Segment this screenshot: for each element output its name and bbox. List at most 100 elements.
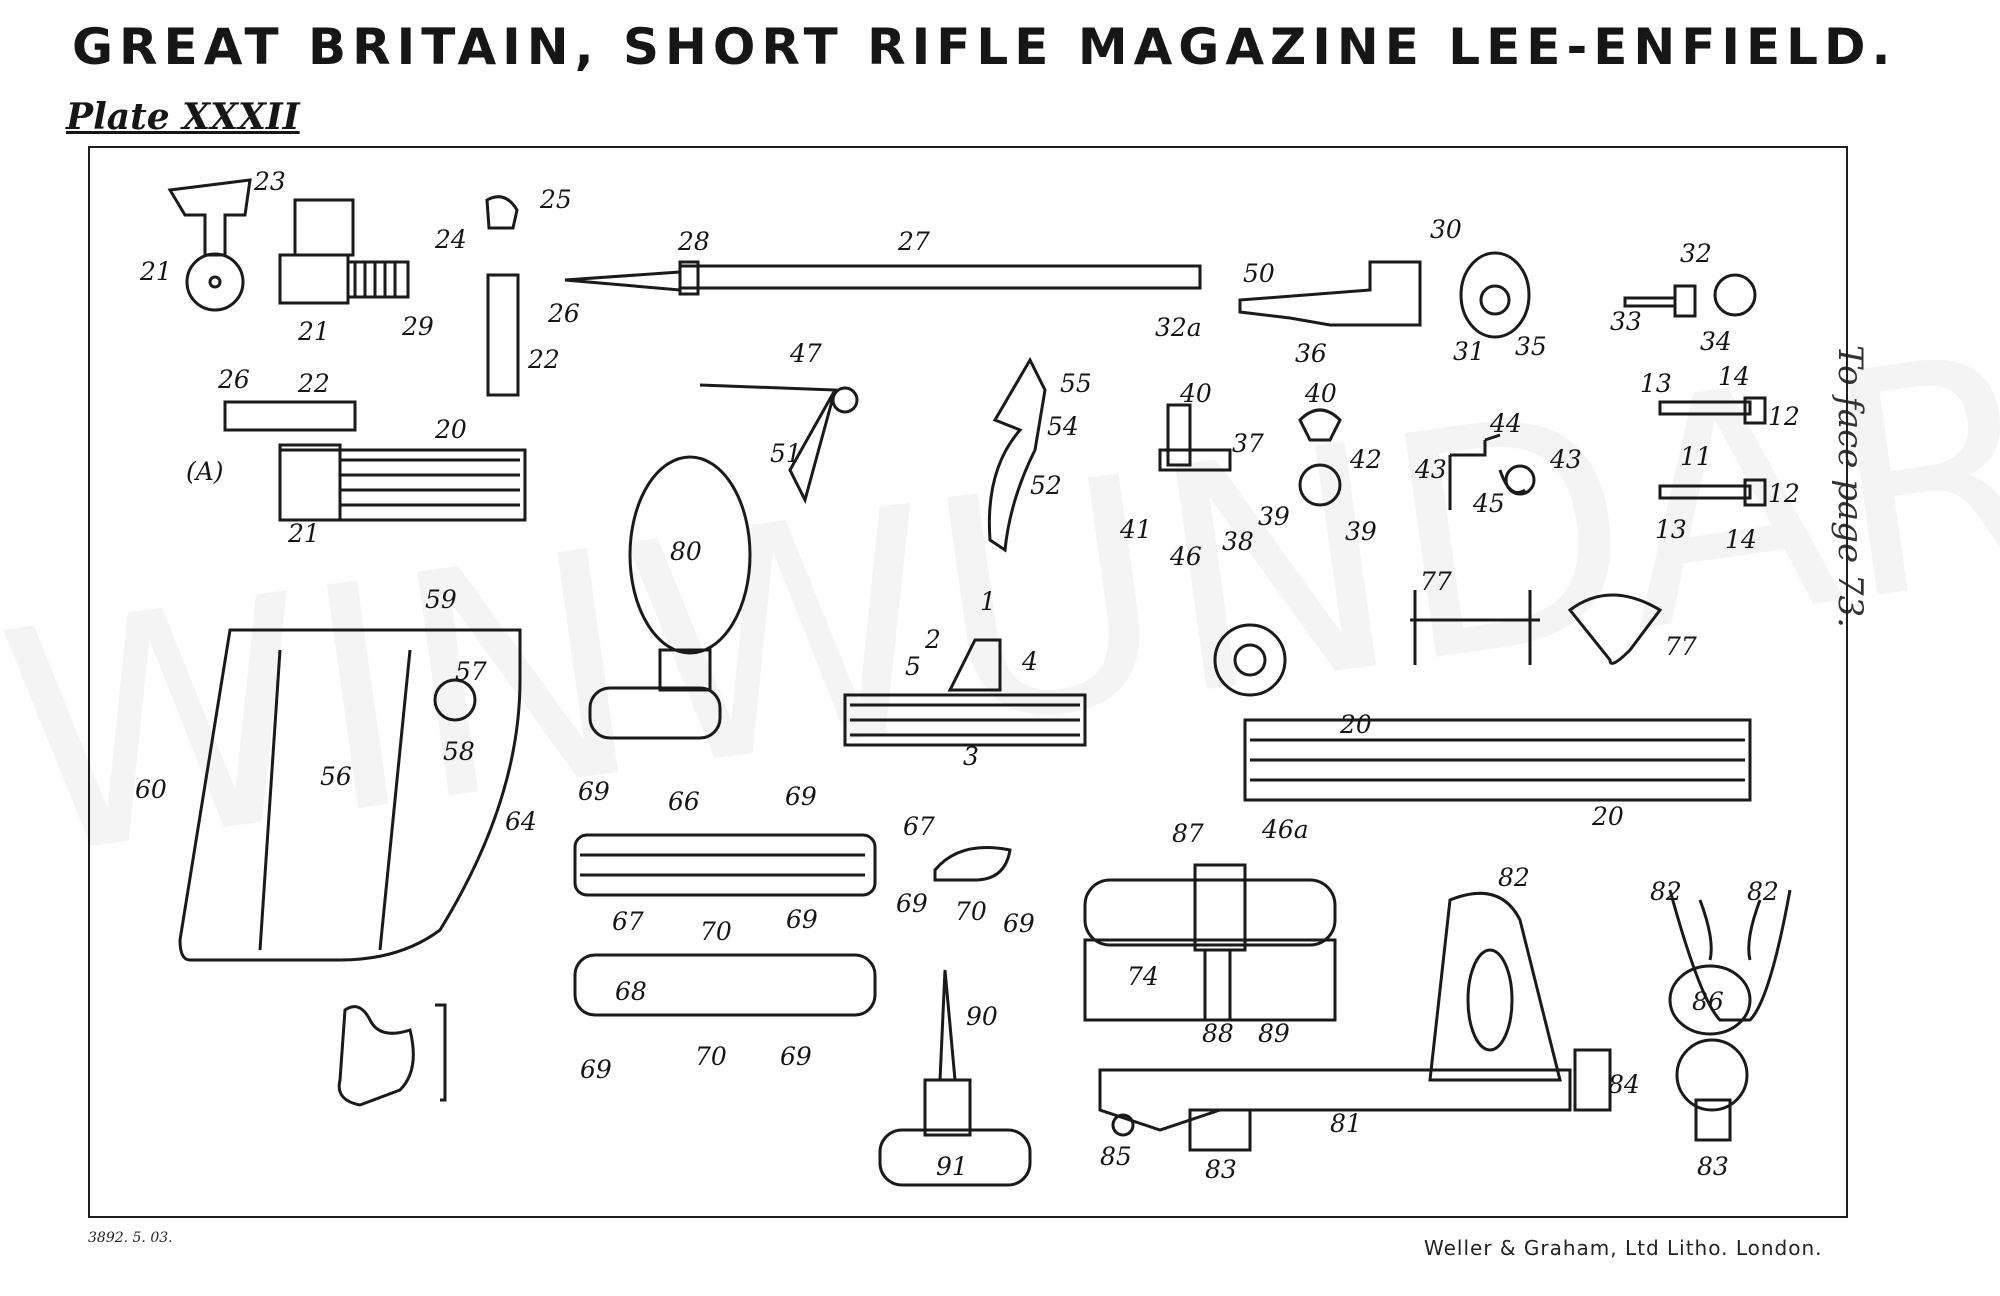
receiver-a-drawing xyxy=(223,400,527,522)
callout: 67 xyxy=(903,812,935,841)
callout: 46 xyxy=(1169,542,1202,571)
callout: 56 xyxy=(320,762,352,791)
callout: 74 xyxy=(1127,962,1159,991)
part-77b-drawing xyxy=(1567,593,1663,665)
callout: 68 xyxy=(615,977,647,1006)
callout: 22 xyxy=(297,369,330,398)
callout: 59 xyxy=(425,585,457,614)
callout: 69 xyxy=(896,889,928,918)
part-57-drawing xyxy=(337,1005,415,1107)
callout: 32 xyxy=(1680,239,1712,268)
butt-plate-drawing xyxy=(1098,891,1612,1152)
callout: 69 xyxy=(780,1042,812,1071)
callout: 69 xyxy=(785,782,817,811)
spring-57-drawing xyxy=(435,1003,447,1102)
callout: 82 xyxy=(1747,877,1779,906)
callout: 60 xyxy=(135,775,167,804)
callout: 52 xyxy=(1030,471,1062,500)
callout: 50 xyxy=(1243,259,1275,288)
callout: 20 xyxy=(1339,710,1372,739)
callout: 83 xyxy=(1205,1155,1237,1184)
callout: 84 xyxy=(1608,1070,1640,1099)
callout: 40 xyxy=(1179,379,1212,408)
callout: 29 xyxy=(401,312,434,341)
callout: 86 xyxy=(1692,987,1724,1016)
callout: 46a xyxy=(1261,815,1309,844)
print-reference: 3892. 5. 03. xyxy=(88,1230,173,1246)
callout: 66 xyxy=(668,787,700,816)
callout: 4 xyxy=(1021,647,1038,676)
callout: 69 xyxy=(786,905,818,934)
callout: 37 xyxy=(1232,429,1264,458)
callout: 69 xyxy=(580,1055,612,1084)
callout: 28 xyxy=(677,227,710,256)
callout: 57 xyxy=(455,657,487,686)
callout: 40 xyxy=(1304,379,1337,408)
magazine-drawing xyxy=(178,628,522,962)
callout: 82 xyxy=(1650,877,1682,906)
bolt-head-drawing xyxy=(843,638,1087,747)
callout: (A) xyxy=(186,457,224,486)
part-30-drawing xyxy=(1238,260,1422,327)
callout: 39 xyxy=(1345,517,1377,546)
callout: 35 xyxy=(1515,332,1547,361)
callout: 47 xyxy=(789,339,822,368)
callout: 87 xyxy=(1172,819,1204,848)
callout: 20 xyxy=(434,415,467,444)
callout: 2 xyxy=(924,625,941,654)
callout: 70 xyxy=(700,917,732,946)
callout: 14 xyxy=(1718,362,1750,391)
ejector-drawing xyxy=(1158,403,1342,507)
callout-labels: 21 23 25 24 26 22 21 29 28 27 30 50 36 3… xyxy=(135,167,1800,1184)
callout: 58 xyxy=(443,737,475,766)
callout: 38 xyxy=(1222,527,1254,556)
callout: 69 xyxy=(578,777,610,806)
callout: 22 xyxy=(527,345,560,374)
cleaning-rod-drawing xyxy=(564,260,1202,296)
callout: 44 xyxy=(1489,409,1522,438)
callout: 39 xyxy=(1258,502,1290,531)
callout: 36 xyxy=(1295,339,1327,368)
callout: 21 xyxy=(139,257,172,286)
part-32-drawing xyxy=(1623,273,1757,318)
callout: 3 xyxy=(963,742,979,771)
callout: 12 xyxy=(1768,402,1800,431)
part-22-drawing xyxy=(486,273,520,397)
callout: 77 xyxy=(1420,567,1452,596)
callout: 77 xyxy=(1665,632,1697,661)
callout: 88 xyxy=(1202,1019,1234,1048)
callout: 20 xyxy=(1591,802,1624,831)
plate-frame xyxy=(88,146,1848,1218)
callout: 33 xyxy=(1610,307,1642,336)
backsight-leaf-drawing xyxy=(167,178,252,312)
callout: 80 xyxy=(670,537,702,566)
callout: 42 xyxy=(1349,445,1382,474)
callout: 25 xyxy=(539,185,572,214)
trigger-drawing xyxy=(987,356,1047,553)
callout: 26 xyxy=(547,299,580,328)
callout: 32a xyxy=(1155,313,1202,342)
callout: 26 xyxy=(217,365,250,394)
callout: 31 xyxy=(1453,337,1485,366)
callout: 81 xyxy=(1330,1109,1362,1138)
callout: 69 xyxy=(1003,909,1035,938)
part-24-drawing xyxy=(485,195,519,230)
callout: 43 xyxy=(1549,445,1582,474)
callout: 5 xyxy=(905,652,921,681)
callout: 24 xyxy=(434,225,467,254)
callout: 21 xyxy=(297,317,330,346)
forend-cap-66-drawing xyxy=(573,833,877,897)
stock-section-drawing xyxy=(1083,863,1337,1022)
swivel-80-drawing xyxy=(588,455,752,740)
part-43-drawing xyxy=(1448,433,1526,510)
foresight-protector-drawing xyxy=(1668,889,1792,1142)
swivel-91-drawing xyxy=(878,969,1032,1187)
callout: 67 xyxy=(612,907,644,936)
callout: 27 xyxy=(897,227,930,256)
page-title: GREAT BRITAIN, SHORT RIFLE MAGAZINE LEE-… xyxy=(72,18,1897,76)
callout: 12 xyxy=(1768,479,1800,508)
callout: 21 xyxy=(287,519,320,548)
printer-credit: Weller & Graham, Ltd Litho. London. xyxy=(1424,1236,1823,1260)
callout: 13 xyxy=(1655,515,1687,544)
callout: 23 xyxy=(253,167,286,196)
